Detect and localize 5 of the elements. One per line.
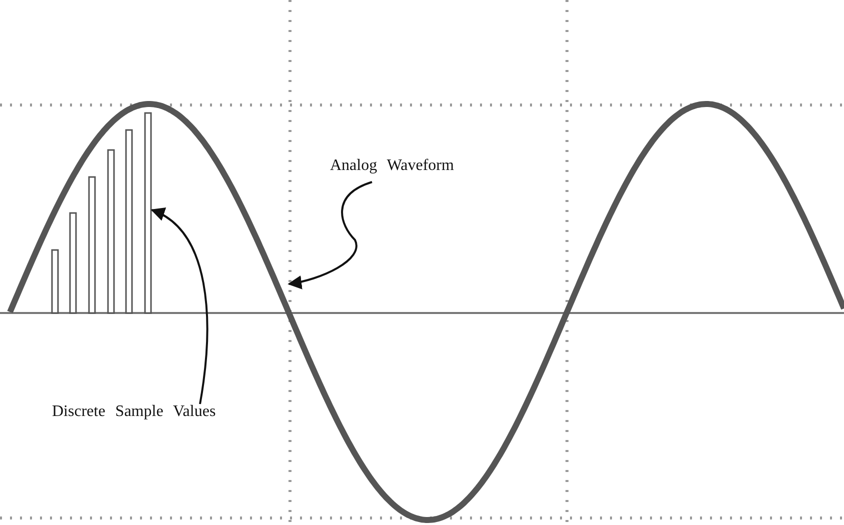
leader-arrow: [288, 181, 372, 289]
callout-text: Analog Waveform: [330, 157, 454, 175]
callout-text: Discrete Sample Values: [52, 403, 216, 421]
analog-waveform: [7, 101, 844, 523]
leader-arrow: [150, 209, 208, 404]
